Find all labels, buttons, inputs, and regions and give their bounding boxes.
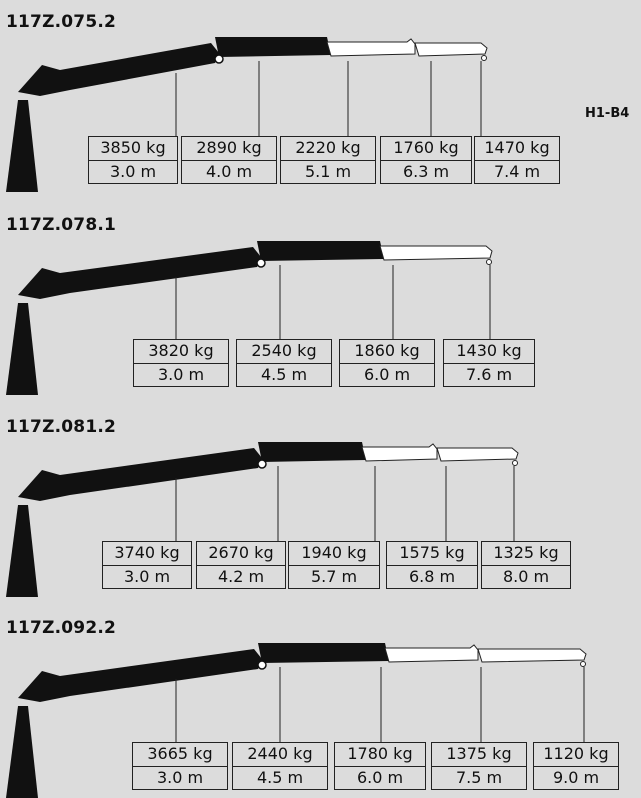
- knuckle-pin: [257, 459, 267, 469]
- crane-117Z.078.1: [6, 241, 493, 395]
- boom-tip-hook: [512, 460, 518, 466]
- reach-value: 6.8 m: [408, 567, 456, 586]
- load-value: 3820 kg: [134, 340, 228, 364]
- load-value: 1860 kg: [340, 340, 434, 364]
- reach-value: 3.0 m: [123, 567, 171, 586]
- reach-value: 4.5 m: [260, 365, 308, 384]
- inner-boom: [18, 649, 262, 702]
- load-value: 2540 kg: [237, 340, 331, 364]
- crane-column: [6, 706, 38, 798]
- load-value: 1760 kg: [381, 137, 471, 161]
- reach-value: 7.4 m: [493, 162, 541, 181]
- boom-tip-hook: [580, 661, 586, 667]
- load-value: 2890 kg: [182, 137, 276, 161]
- knuckle-pin: [256, 258, 266, 268]
- boom-tip-hook: [481, 55, 487, 61]
- outer-boom: [257, 241, 384, 261]
- load-value: 1430 kg: [444, 340, 534, 364]
- knuckle-pin: [257, 660, 267, 670]
- reach-value: 8.0 m: [502, 567, 550, 586]
- reach-value: 7.6 m: [465, 365, 513, 384]
- load-value: 3850 kg: [89, 137, 177, 161]
- boom-extension-2: [436, 447, 519, 462]
- load-value: 2670 kg: [197, 542, 285, 566]
- boom-extension-1: [379, 245, 493, 261]
- load-value: 1375 kg: [432, 743, 526, 767]
- reach-value: 9.0 m: [552, 768, 600, 787]
- boom-extension-1: [361, 443, 438, 462]
- boom-extension-1: [326, 38, 416, 57]
- reach-value: 5.7 m: [310, 567, 358, 586]
- load-value: 1575 kg: [387, 542, 477, 566]
- reach-value: 3.0 m: [156, 768, 204, 787]
- model-title: 117Z.092.2: [6, 618, 117, 638]
- model-title: 117Z.081.2: [6, 417, 117, 437]
- load-value: 1325 kg: [482, 542, 570, 566]
- boom-tip-hook: [486, 259, 492, 265]
- reach-value: 5.1 m: [304, 162, 352, 181]
- inner-boom: [18, 43, 219, 96]
- reach-value: 4.5 m: [256, 768, 304, 787]
- reach-value: 3.0 m: [109, 162, 157, 181]
- crane-column: [6, 100, 38, 192]
- inner-boom: [18, 247, 261, 299]
- reach-value: 6.0 m: [356, 768, 404, 787]
- crane-117Z.092.2: [6, 643, 587, 798]
- reach-value: 6.0 m: [363, 365, 411, 384]
- reference-code: H1-B4: [585, 106, 630, 121]
- crane-117Z.075.2: [6, 37, 488, 192]
- load-value: 1120 kg: [534, 743, 618, 767]
- outer-boom: [215, 37, 331, 57]
- boom-extension-2: [477, 648, 587, 663]
- load-value: 3665 kg: [133, 743, 227, 767]
- load-value: 1940 kg: [289, 542, 379, 566]
- reach-value: 6.3 m: [402, 162, 450, 181]
- load-value: 3740 kg: [103, 542, 191, 566]
- reach-value: 3.0 m: [157, 365, 205, 384]
- load-value: 2220 kg: [281, 137, 375, 161]
- load-value: 1780 kg: [335, 743, 425, 767]
- inner-boom: [18, 448, 262, 501]
- model-title: 117Z.075.2: [6, 12, 117, 32]
- outer-boom: [258, 643, 389, 663]
- reach-value: 4.2 m: [217, 567, 265, 586]
- knuckle-pin: [214, 54, 224, 64]
- crane-117Z.081.2: [6, 442, 519, 597]
- model-title: 117Z.078.1: [6, 215, 117, 235]
- crane-column: [6, 505, 38, 597]
- reach-value: 7.5 m: [455, 768, 503, 787]
- outer-boom: [258, 442, 366, 462]
- boom-extension-1: [384, 644, 479, 663]
- boom-extension-2: [414, 42, 488, 57]
- load-value: 2440 kg: [233, 743, 327, 767]
- reach-value: 4.0 m: [205, 162, 253, 181]
- load-value: 1470 kg: [475, 137, 559, 161]
- crane-column: [6, 303, 38, 395]
